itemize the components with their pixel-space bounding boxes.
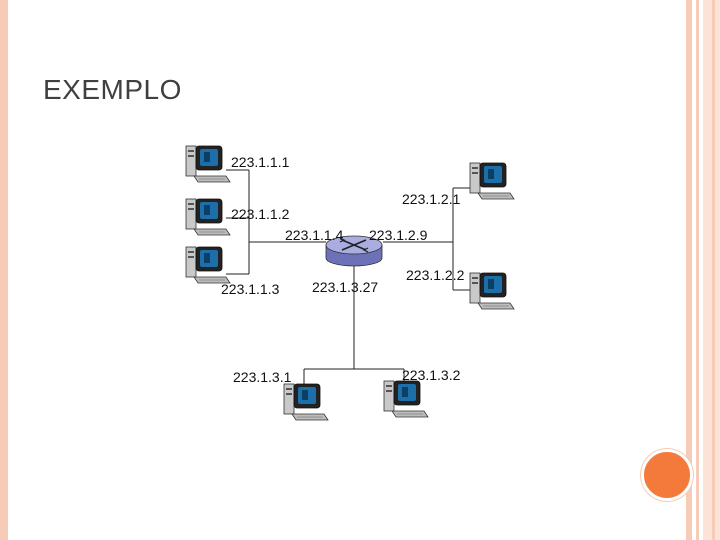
- label-223-1-3-1: 223.1.3.1: [233, 369, 292, 385]
- host-223-1-1-1: [186, 146, 230, 182]
- label-223-1-1-2: 223.1.1.2: [231, 206, 290, 222]
- label-223-1-1-3: 223.1.1.3: [221, 281, 280, 297]
- host-223-1-1-2: [186, 199, 230, 235]
- label-223-1-1-4: 223.1.1.4: [285, 227, 344, 243]
- host-223-1-2-1: [470, 163, 514, 199]
- label-223-1-3-2: 223.1.3.2: [402, 367, 461, 383]
- label-223-1-1-1: 223.1.1.1: [231, 154, 290, 170]
- label-223-1-3-27: 223.1.3.27: [312, 279, 378, 295]
- host-223-1-3-1: [284, 384, 328, 420]
- host-223-1-2-2: [470, 273, 514, 309]
- host-223-1-3-2: [384, 381, 428, 417]
- host-223-1-1-3: [186, 247, 230, 283]
- label-223-1-2-1: 223.1.2.1: [402, 191, 461, 207]
- label-223-1-2-9: 223.1.2.9: [369, 227, 428, 243]
- label-223-1-2-2: 223.1.2.2: [406, 267, 465, 283]
